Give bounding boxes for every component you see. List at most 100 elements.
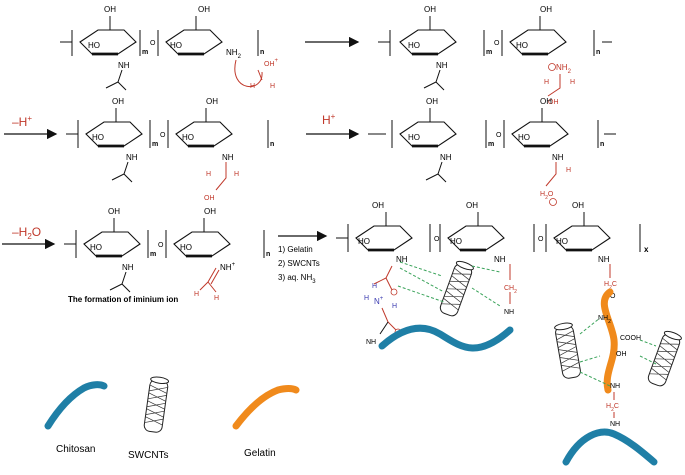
repeat-n: n bbox=[260, 49, 264, 56]
carbinolamine-structure: OH HO NH m O OH HO NH H H OH n bbox=[66, 97, 274, 202]
ho-label: HO bbox=[408, 133, 420, 142]
repeat-x: x bbox=[644, 245, 649, 254]
oh-label: OH bbox=[466, 201, 478, 210]
oh-label: OH bbox=[540, 5, 552, 14]
h-label: H bbox=[270, 83, 275, 90]
oh-label: OH bbox=[112, 97, 124, 106]
ho-label: HO bbox=[408, 41, 420, 50]
chitosan-start-structure: OH HO NH m O OH HO NH2 n OH+ H H bbox=[60, 5, 279, 91]
nh-label: NH bbox=[436, 61, 448, 70]
nh-label: NH bbox=[598, 255, 610, 264]
ho-label: HO bbox=[450, 237, 462, 246]
nh-label: NH bbox=[440, 153, 452, 162]
h-label: H bbox=[566, 167, 571, 174]
h-label: H bbox=[234, 171, 239, 178]
minus-h-label: –H+ bbox=[12, 114, 32, 129]
repeat-m: m bbox=[488, 141, 494, 148]
o-link: O bbox=[150, 40, 156, 47]
ho-label: HO bbox=[90, 243, 102, 252]
repeat-m: m bbox=[150, 251, 156, 258]
legend-swcnts-label: SWCNTs bbox=[128, 450, 169, 461]
oh-label: OH bbox=[372, 201, 384, 210]
legend-gelatin-label: Gelatin bbox=[244, 448, 276, 459]
gelatin-legend-swatch bbox=[232, 385, 300, 430]
oh-label: OH bbox=[204, 195, 215, 202]
o-link: O bbox=[434, 236, 440, 243]
carbinolamine-intermediate-1: OH HO NH m O OH HO NH2 H H OH n bbox=[378, 5, 612, 106]
o-link: O bbox=[494, 40, 500, 47]
oh-label: OH bbox=[540, 97, 552, 106]
n-plus-label: N+ bbox=[374, 296, 384, 306]
h-label: H bbox=[250, 83, 255, 90]
ho-label: HO bbox=[518, 133, 530, 142]
repeat-m: m bbox=[142, 49, 148, 56]
h-label: H bbox=[372, 283, 377, 290]
o-label: O bbox=[610, 293, 616, 300]
nh-label: NH bbox=[610, 421, 620, 428]
oh-label: OH bbox=[198, 5, 210, 14]
reagent-gelatin: 1) Gelatin bbox=[278, 245, 313, 254]
nh-label: NH bbox=[494, 255, 506, 264]
oh-label: OH bbox=[204, 207, 216, 216]
ho-label: HO bbox=[182, 133, 194, 142]
oh-label: OH bbox=[616, 351, 627, 358]
arrow-minus-h: –H+ bbox=[4, 114, 58, 140]
oh-label: OH bbox=[548, 99, 559, 106]
h-label: H bbox=[214, 295, 219, 302]
repeat-m: m bbox=[152, 141, 158, 148]
repeat-n: n bbox=[270, 141, 274, 148]
repeat-m: m bbox=[486, 49, 492, 56]
oh-label: OH bbox=[426, 97, 438, 106]
nh2-label: NH2 bbox=[226, 48, 242, 60]
oh-label: OH bbox=[572, 201, 584, 210]
product-composite: OH HO NH O OH HO NH O OH HO NH x N+ H H … bbox=[336, 201, 683, 466]
o-link: O bbox=[158, 242, 164, 249]
h2c-label: H2C bbox=[604, 281, 617, 291]
nh-label: NH bbox=[126, 153, 138, 162]
repeat-n: n bbox=[600, 141, 604, 148]
reagent-swcnts: 2) SWCNTs bbox=[278, 259, 320, 268]
ch2-label: CH2 bbox=[504, 285, 517, 295]
h2o-plus-label: H2O bbox=[540, 191, 554, 201]
ho-label: HO bbox=[170, 41, 182, 50]
nh-label: NH bbox=[118, 61, 130, 70]
plus-h-label: H+ bbox=[322, 112, 336, 127]
ho-label: HO bbox=[180, 243, 192, 252]
ho-label: HO bbox=[88, 41, 100, 50]
iminium-caption: The formation of iminium ion bbox=[68, 295, 178, 304]
nh-label: NH bbox=[610, 383, 620, 390]
h2c-label: H2C bbox=[606, 403, 619, 413]
swcnt-legend-icon bbox=[142, 375, 170, 434]
h-label: H bbox=[194, 291, 199, 298]
arrow-plus-h: H+ bbox=[306, 112, 360, 140]
nh-label: NH bbox=[122, 263, 134, 272]
h-label: H bbox=[364, 295, 369, 302]
oh-label: OH bbox=[424, 5, 436, 14]
h-label: H bbox=[570, 79, 575, 86]
h-label: H bbox=[544, 79, 549, 86]
nh-label: NH bbox=[396, 255, 408, 264]
h-label: H bbox=[392, 303, 397, 310]
reaction-arrow-final: 1) Gelatin 2) SWCNTs 3) aq. NH3 bbox=[278, 230, 328, 285]
repeat-n: n bbox=[266, 251, 270, 258]
ho-label: HO bbox=[358, 237, 370, 246]
nh-label: NH bbox=[366, 339, 376, 346]
reagent-ammonia: 3) aq. NH3 bbox=[278, 273, 316, 285]
o-link: O bbox=[538, 236, 544, 243]
ho-label: HO bbox=[556, 237, 568, 246]
nh-plus-label: NH+ bbox=[220, 262, 236, 272]
nh-label: NH bbox=[552, 153, 564, 162]
oh-plus-label: OH+ bbox=[264, 58, 279, 68]
ho-label: HO bbox=[516, 41, 528, 50]
nh2-label: NH2 bbox=[598, 315, 611, 325]
repeat-n: n bbox=[596, 49, 600, 56]
protonated-carbinolamine-structure: OH HO NH m O OH HO NH H H2O n bbox=[368, 97, 616, 206]
legend-chitosan-label: Chitosan bbox=[56, 444, 95, 455]
chitosan-legend-swatch bbox=[44, 381, 108, 430]
arrow-minus-h2o: –H2O bbox=[2, 225, 56, 250]
oh-label: OH bbox=[206, 97, 218, 106]
oh-label: OH bbox=[104, 5, 116, 14]
minus-h2o-label: –H2O bbox=[12, 225, 41, 241]
nh-label: NH bbox=[222, 153, 234, 162]
